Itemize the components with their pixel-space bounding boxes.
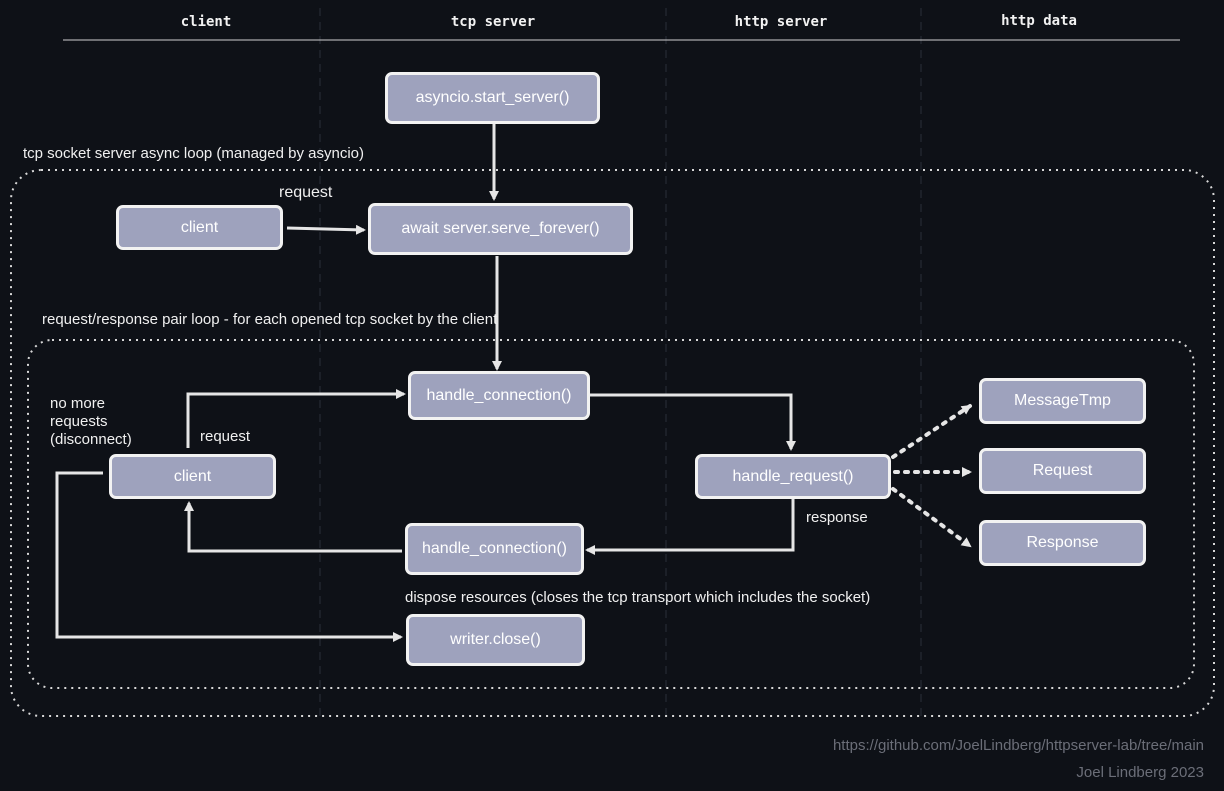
column-header-http-server: http server (734, 14, 828, 30)
arrow-client-to-handle-connection (186, 389, 406, 448)
response-label: response (806, 509, 868, 526)
serve-forever-box: await server.serve_forever() (368, 203, 633, 255)
column-header-client: client (180, 14, 232, 30)
arrow-handle-request-to-response (585, 499, 795, 555)
arrow-client-to-serve (286, 224, 366, 235)
request-box: Request (979, 448, 1146, 494)
dotted-arrow-response (891, 487, 972, 548)
response-box: Response (979, 520, 1146, 566)
arrow-handle-connection-to-request (590, 393, 796, 451)
handle-connection-box-bottom: handle_connection() (405, 523, 584, 575)
no-more-requests-label: no more requests (disconnect) (50, 395, 132, 448)
dotted-arrow-message-tmp (891, 404, 972, 459)
footer-url: https://github.com/JoelLindberg/httpserv… (832, 737, 1204, 754)
column-header-tcp-server: tcp server (450, 14, 536, 30)
client-box-inner: client (109, 454, 276, 499)
writer-close-box: writer.close() (406, 614, 585, 666)
outer-loop-label: tcp socket server async loop (managed by… (23, 145, 364, 162)
dispose-label: dispose resources (closes the tcp transp… (405, 589, 871, 606)
request-label-inner: request (200, 428, 251, 445)
footer-author: Joel Lindberg 2023 (1076, 764, 1204, 781)
arrow-client-to-writer-close (55, 471, 403, 642)
inner-loop-region (27, 339, 1195, 689)
handle-connection-box-top: handle_connection() (408, 371, 590, 420)
request-label-top: request (279, 184, 333, 201)
handle-request-box: handle_request() (695, 454, 891, 499)
arrow-response-to-client (184, 501, 402, 553)
inner-loop-label: request/response pair loop - for each op… (42, 311, 498, 328)
start-server-box: asyncio.start_server() (385, 72, 600, 124)
column-header-http-data: http data (1001, 13, 1077, 29)
message-tmp-box: MessageTmp (979, 378, 1146, 424)
client-box-top: client (116, 205, 283, 250)
